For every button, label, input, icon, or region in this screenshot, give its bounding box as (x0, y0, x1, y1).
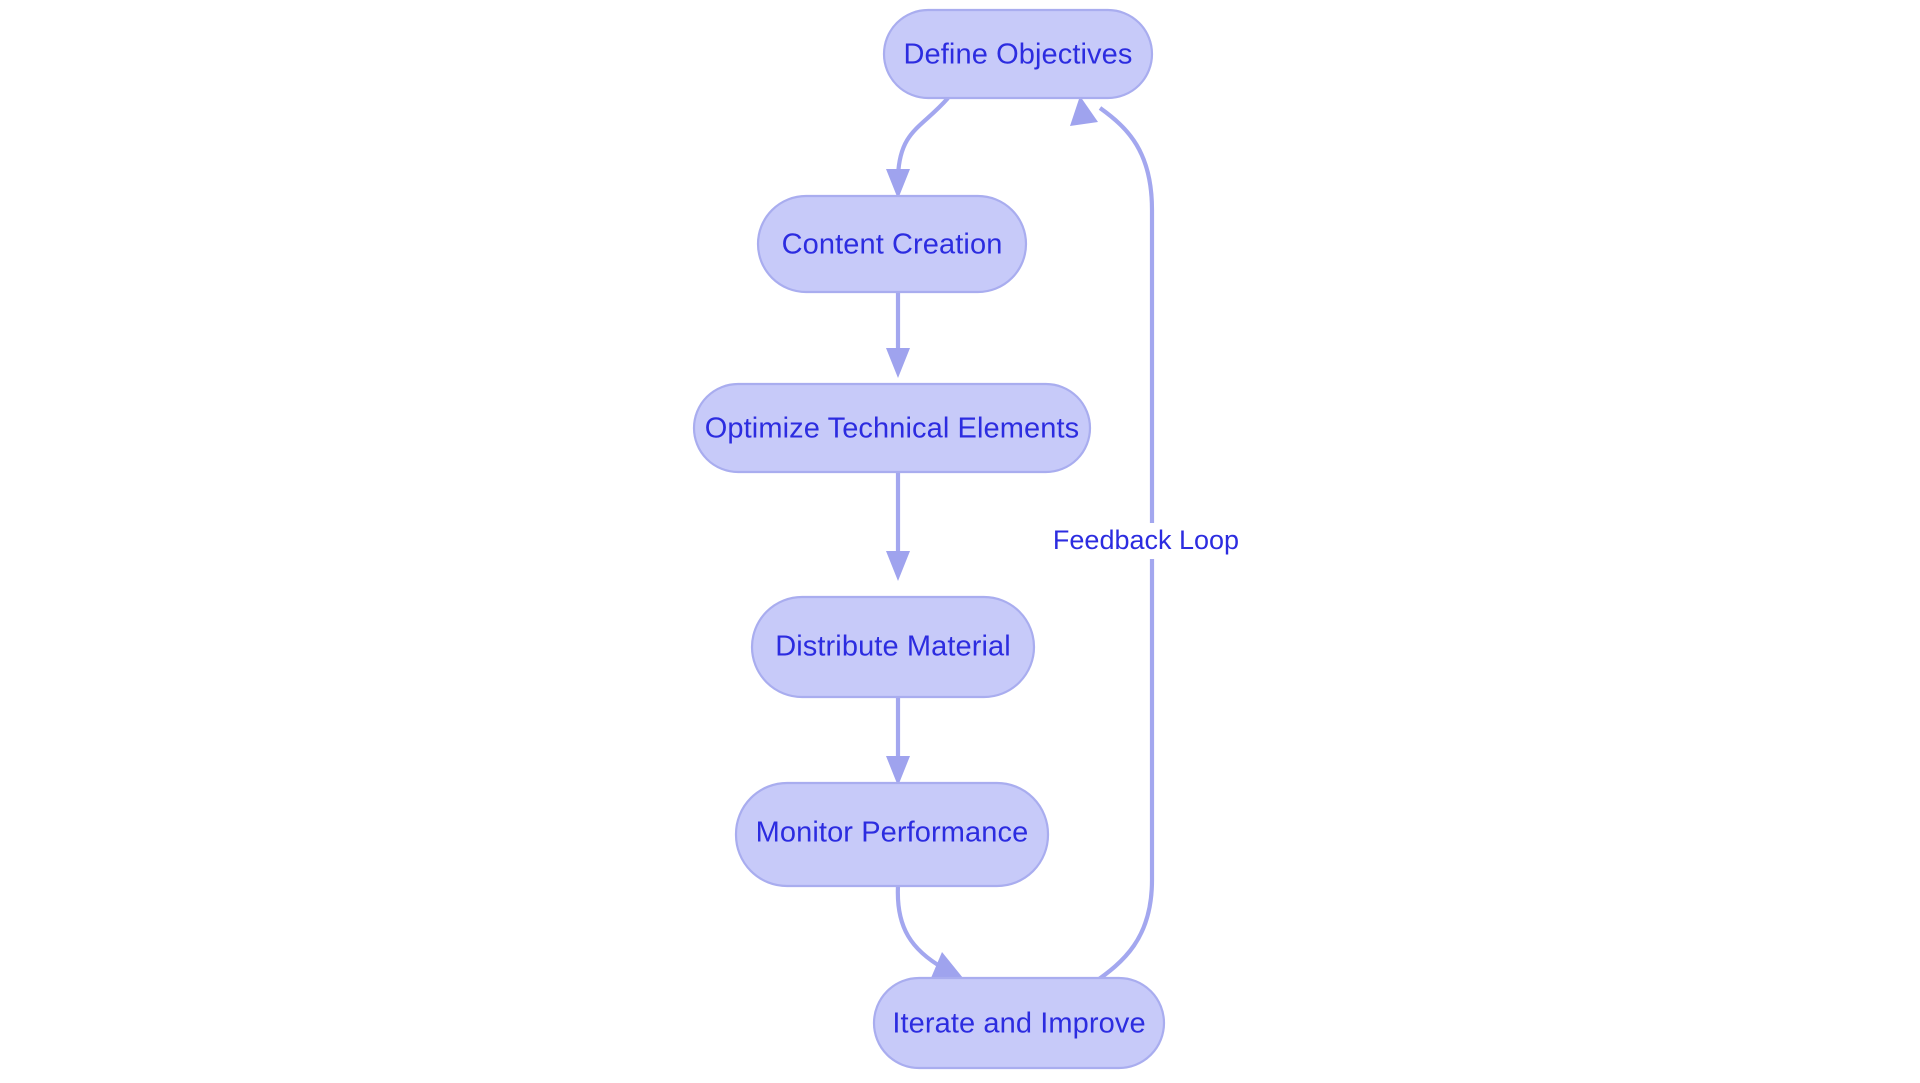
edge-label-feedback-loop: Feedback Loop (1053, 525, 1239, 555)
edge-group: Feedback Loop (886, 96, 1239, 986)
node-label-optimize-technical-elements: Optimize Technical Elements (705, 413, 1080, 445)
node-define-objectives[interactable]: Define Objectives (882, 8, 1154, 100)
edge-define-objectives-to-content-creation (886, 96, 950, 199)
edge-path-5 (895, 885, 945, 970)
edge-monitor-performance-to-iterate-and-improve (895, 885, 963, 978)
node-shape-define-objectives[interactable] (882, 8, 1154, 100)
arrowhead-5 (931, 952, 963, 978)
arrowhead-4 (886, 756, 910, 786)
node-label-content-creation: Content Creation (782, 229, 1003, 261)
arrowhead-2 (886, 348, 910, 378)
node-shape-distribute-material[interactable] (750, 595, 1036, 699)
node-shape-content-creation[interactable] (756, 194, 1028, 294)
arrowhead-1 (886, 169, 910, 199)
edge-iterate-and-improve-to-define-objectives: Feedback Loop (1053, 96, 1239, 986)
node-shape-monitor-performance[interactable] (734, 781, 1050, 888)
node-iterate-and-improve[interactable]: Iterate and Improve (872, 976, 1166, 1070)
node-label-define-objectives: Define Objectives (904, 39, 1133, 71)
edge-content-creation-to-optimize-technical-elements (886, 292, 910, 378)
edge-path-1 (895, 96, 950, 177)
node-content-creation[interactable]: Content Creation (756, 194, 1028, 294)
edge-distribute-material-to-monitor-performance (886, 697, 910, 786)
edge-optimize-technical-elements-to-distribute-material (886, 472, 910, 581)
node-monitor-performance[interactable]: Monitor Performance (734, 781, 1050, 888)
node-group: Define Objectives Content Creation Optim… (692, 8, 1166, 1070)
arrowhead-3 (886, 551, 910, 581)
node-label-distribute-material: Distribute Material (775, 631, 1011, 663)
arrowhead-6 (1070, 96, 1098, 126)
node-label-monitor-performance: Monitor Performance (756, 817, 1029, 849)
node-optimize-technical-elements[interactable]: Optimize Technical Elements (692, 382, 1092, 474)
node-shape-optimize-technical-elements[interactable] (692, 382, 1092, 474)
node-distribute-material[interactable]: Distribute Material (750, 595, 1036, 699)
node-label-iterate-and-improve: Iterate and Improve (892, 1008, 1145, 1040)
feedback-loop-label-background (1056, 523, 1230, 559)
node-shape-iterate-and-improve[interactable] (872, 976, 1166, 1070)
